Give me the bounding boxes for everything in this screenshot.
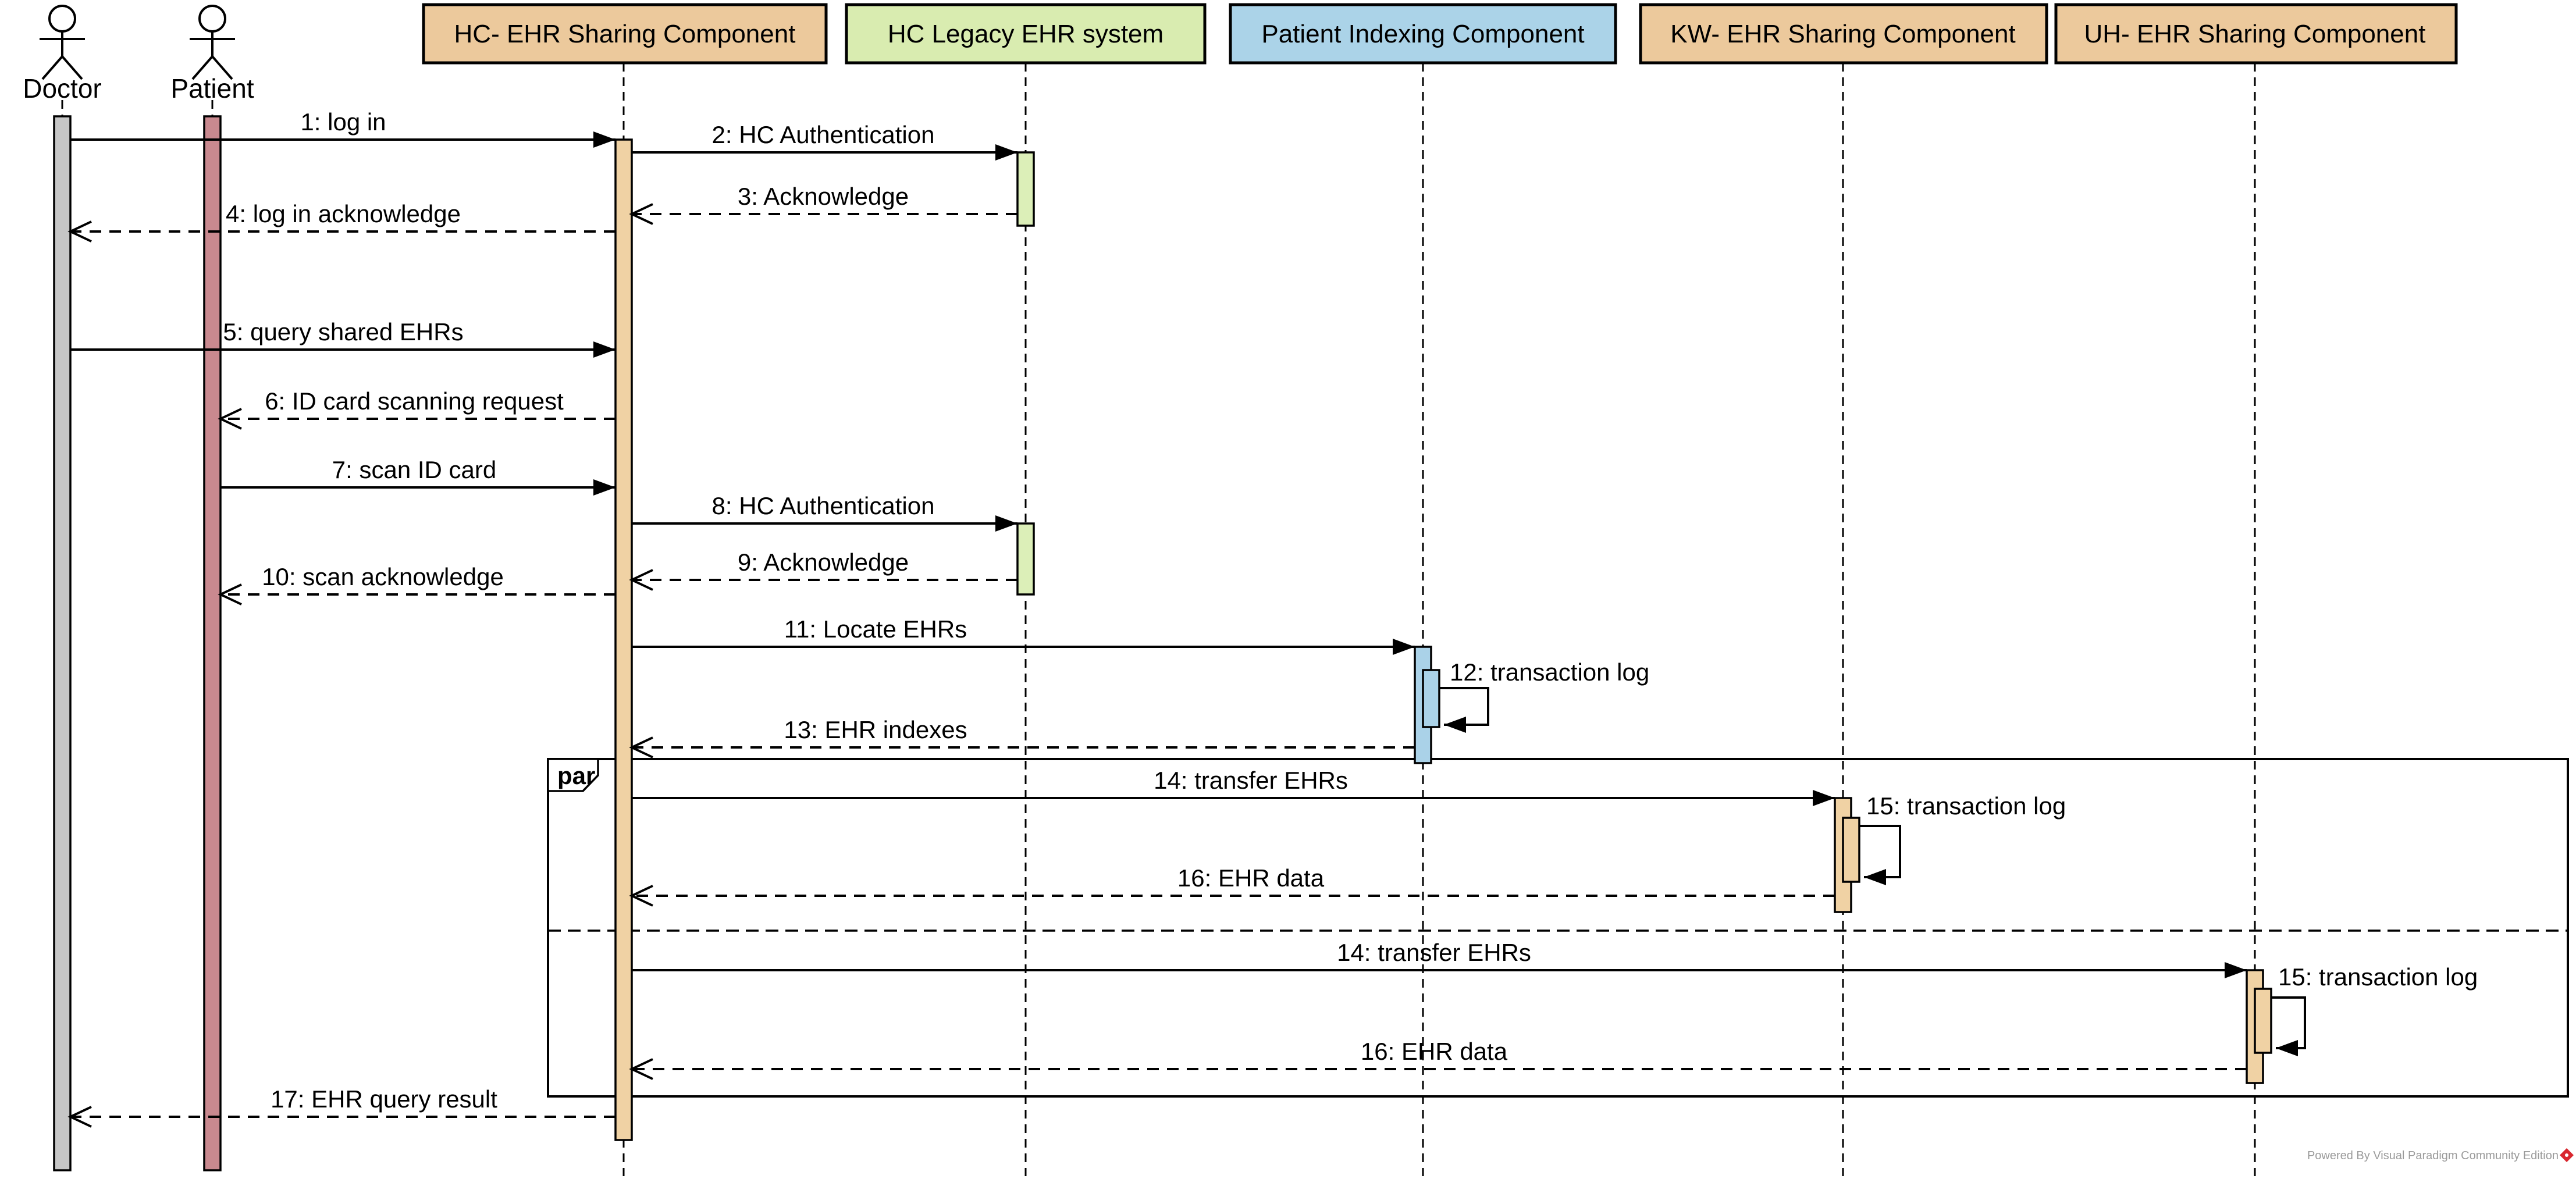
header-box <box>422 3 828 65</box>
message-11-locate-ehrs: 11: Locate EHRs <box>632 615 1415 655</box>
activation-doctor <box>53 115 72 1171</box>
message-1-log-in: 1: log in <box>70 108 615 148</box>
header-hc-legacy: HC Legacy EHR system <box>845 3 1207 65</box>
message-5-query-shared-ehrs: 5: query shared EHRs <box>70 318 615 358</box>
message-14-transfer-ehrs-kw: 14: transfer EHRs <box>632 767 1835 806</box>
header-kw-ehr-sharing: KW- EHR Sharing Component <box>1639 3 2048 65</box>
message-label: 4: log in acknowledge <box>226 200 461 227</box>
activation-hc-ehr-sharing <box>614 138 633 1141</box>
header-box <box>1229 3 1617 65</box>
actor-body-icon <box>40 31 85 80</box>
lifelines <box>61 63 2256 1176</box>
component-headers: HC- EHR Sharing Component HC Legacy EHR … <box>422 3 2458 65</box>
par-operator-tag <box>547 758 599 792</box>
message-label: 13: EHR indexes <box>784 716 967 743</box>
message-13-ehr-indexes: 13: EHR indexes <box>629 716 1415 758</box>
message-8-hc-authentication: 8: HC Authentication <box>632 492 1017 532</box>
header-label: KW- EHR Sharing Component <box>1670 20 2015 48</box>
actor-label: Doctor <box>23 73 101 104</box>
message-7-scan-id-card: 7: scan ID card <box>220 456 615 496</box>
header-label: HC Legacy EHR system <box>888 20 1164 48</box>
self-message-arrow <box>1859 825 1901 885</box>
header-label: UH- EHR Sharing Component <box>2084 20 2426 48</box>
message-label: 17: EHR query result <box>271 1085 497 1113</box>
message-label: 12: transaction log <box>1450 658 1649 686</box>
activation-kw-ehr-sharing-nested <box>1842 817 1860 883</box>
header-hc-ehr-sharing: HC- EHR Sharing Component <box>422 3 828 65</box>
header-box <box>1639 3 2048 65</box>
activation-bars <box>53 115 2272 1171</box>
activation-patient-indexing-nested <box>1422 669 1440 728</box>
message-6-id-card-scanning-request: 6: ID card scanning request <box>218 387 615 430</box>
message-label: 8: HC Authentication <box>712 492 935 519</box>
message-label: 3: Acknowledge <box>738 183 909 210</box>
header-uh-ehr-sharing: UH- EHR Sharing Component <box>2054 3 2458 65</box>
message-10-scan-acknowledge: 10: scan acknowledge <box>218 563 615 605</box>
actor-label: Patient <box>170 73 254 104</box>
header-label: Patient Indexing Component <box>1261 20 1584 48</box>
header-label: HC- EHR Sharing Component <box>454 20 796 48</box>
message-label: 10: scan acknowledge <box>262 563 504 590</box>
header-box <box>2054 3 2458 65</box>
message-label: 6: ID card scanning request <box>265 387 564 415</box>
actor-head-icon <box>198 5 226 33</box>
message-label: 14: transfer EHRs <box>1337 939 1531 966</box>
message-17-ehr-query-result: 17: EHR query result <box>67 1085 615 1128</box>
message-label: 2: HC Authentication <box>712 121 935 148</box>
message-4-log-in-acknowledge: 4: log in acknowledge <box>67 200 615 243</box>
messages: 1: log in 2: HC Authentication 3: Acknow… <box>67 108 2478 1128</box>
activation-patient <box>203 115 222 1171</box>
activation-hc-legacy-2 <box>1016 522 1035 596</box>
visual-paradigm-logo-dot <box>2565 1153 2568 1157</box>
message-label: 15: transaction log <box>2278 963 2478 991</box>
actor-doctor: Doctor <box>23 5 102 104</box>
actor-head-icon <box>48 5 76 33</box>
watermark-text: Powered By Visual Paradigm Community Edi… <box>2307 1149 2559 1162</box>
message-label: 15: transaction log <box>1866 792 2066 820</box>
actors: Doctor Patient <box>23 5 254 104</box>
message-label: 11: Locate EHRs <box>784 615 967 643</box>
self-message-arrow <box>2271 996 2306 1056</box>
message-label: 7: scan ID card <box>332 456 496 483</box>
message-15-transaction-log-self-uh: 15: transaction log <box>2271 963 2478 1056</box>
message-label: 16: EHR data <box>1177 864 1325 892</box>
activation-uh-ehr-sharing-nested <box>2254 988 2272 1054</box>
message-9-acknowledge: 9: Acknowledge <box>629 548 1017 591</box>
actor-patient: Patient <box>170 5 254 104</box>
self-message-arrow <box>1439 687 1489 733</box>
par-fragment: par <box>547 758 2569 1098</box>
message-label: 16: EHR data <box>1361 1038 1508 1065</box>
actor-body-icon <box>190 31 235 80</box>
header-patient-indexing: Patient Indexing Component <box>1229 3 1617 65</box>
watermark: Powered By Visual Paradigm Community Edi… <box>2307 1148 2574 1162</box>
message-label: 1: log in <box>300 108 386 136</box>
message-label: 9: Acknowledge <box>738 548 909 576</box>
message-label: 5: query shared EHRs <box>223 318 463 345</box>
message-15-transaction-log-self-kw: 15: transaction log <box>1859 792 2066 885</box>
message-label: 14: transfer EHRs <box>1154 767 1348 794</box>
message-14-transfer-ehrs-uh: 14: transfer EHRs <box>632 939 2247 978</box>
message-2-hc-authentication: 2: HC Authentication <box>632 121 1017 161</box>
par-frame-border <box>547 758 2569 1098</box>
par-operator-label: par <box>557 762 595 789</box>
message-16-ehr-data-kw: 16: EHR data <box>629 864 1835 907</box>
message-12-transaction-log-self: 12: transaction log <box>1439 658 1649 733</box>
message-16-ehr-data-uh: 16: EHR data <box>629 1038 2247 1080</box>
message-3-acknowledge: 3: Acknowledge <box>629 183 1017 225</box>
activation-hc-legacy-1 <box>1016 151 1035 227</box>
header-box <box>845 3 1207 65</box>
